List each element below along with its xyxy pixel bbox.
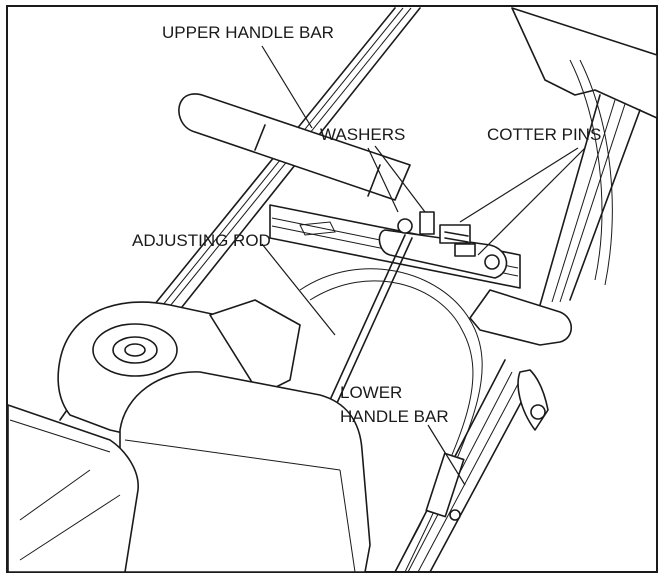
lower-handle-bar-part (394, 359, 549, 573)
label-washers: WASHERS (320, 125, 405, 144)
upper-right-rail (511, 7, 658, 306)
leader-washers-2 (374, 145, 426, 213)
leader-cotter-pins-1 (459, 147, 579, 223)
leader-upper-handle-bar (261, 45, 313, 129)
label-lower-handle-bar-line1: LOWER (340, 383, 402, 402)
right-grip (469, 289, 573, 346)
box-housing-left (7, 404, 139, 573)
box-housing-right (119, 371, 371, 573)
leader-lines (261, 45, 586, 486)
leader-cotter-pins-2 (477, 147, 586, 256)
label-adjusting-rod: ADJUSTING ROD (132, 231, 271, 250)
leader-lower-handle-bar (427, 424, 466, 486)
pin-bracket (378, 211, 508, 279)
adjusting-rod-part (299, 221, 413, 404)
label-cotter-pins: COTTER PINS (487, 125, 601, 144)
label-lower-handle-bar-line2: HANDLE BAR (340, 407, 449, 426)
label-upper-handle-bar: UPPER HANDLE BAR (162, 23, 334, 42)
leader-washers-1 (367, 147, 399, 213)
leader-adjusting-rod (261, 243, 336, 336)
